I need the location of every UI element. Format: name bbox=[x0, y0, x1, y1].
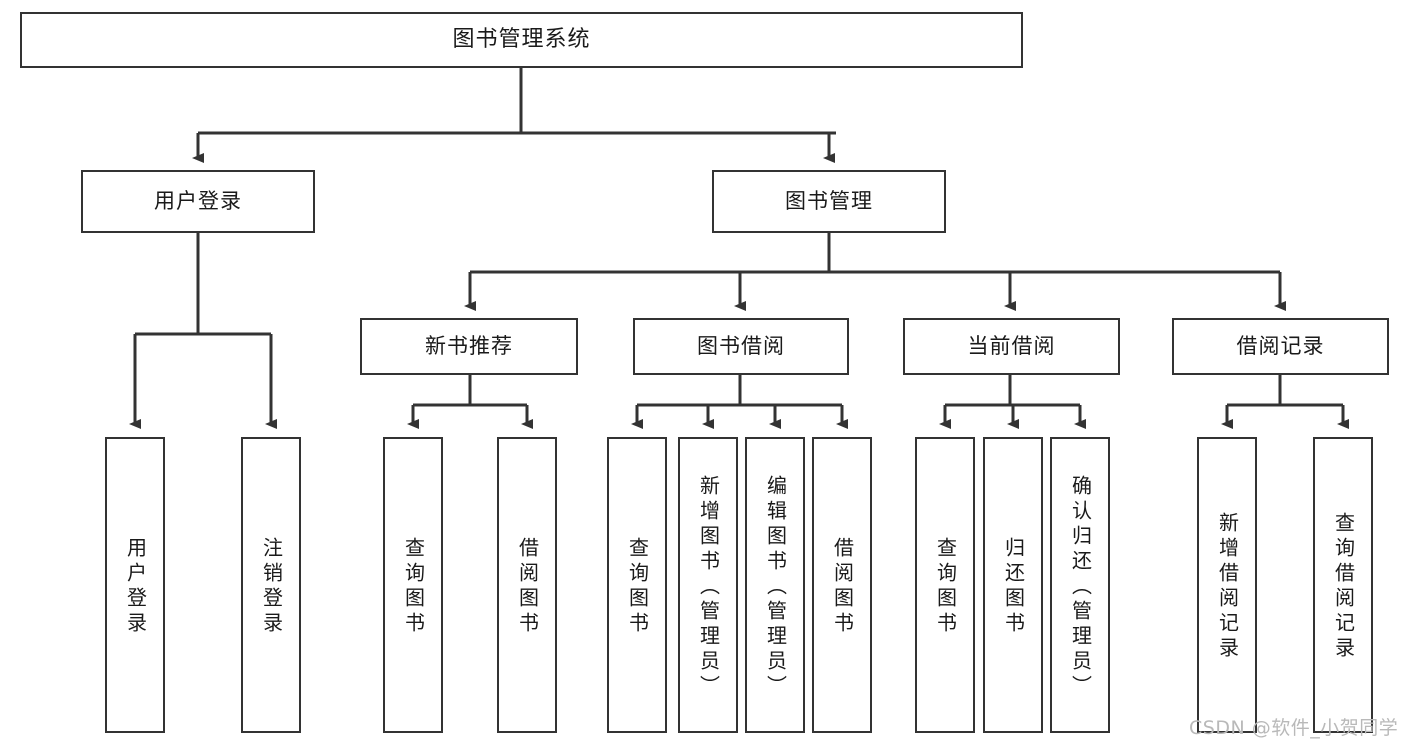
leaf-label: 查询图书 bbox=[625, 537, 650, 637]
leaf-record-add-record[interactable]: 新增借阅记录 bbox=[1197, 437, 1257, 733]
leaf-user-login-logout[interactable]: 注销登录 bbox=[241, 437, 301, 733]
leaf-new-book-borrow-book[interactable]: 借阅图书 bbox=[497, 437, 557, 733]
node-current-borrow-label: 当前借阅 bbox=[967, 333, 1056, 358]
leaf-current-return-book[interactable]: 归还图书 bbox=[983, 437, 1043, 733]
leaf-label: 查询借阅记录 bbox=[1331, 512, 1356, 662]
node-current-borrow[interactable]: 当前借阅 bbox=[903, 318, 1120, 375]
node-user-login-label: 用户登录 bbox=[154, 188, 242, 213]
leaf-new-book-query-book[interactable]: 查询图书 bbox=[383, 437, 443, 733]
leaf-label: 编辑图书（管理员） bbox=[763, 474, 788, 700]
leaf-label: 确认归还（管理员） bbox=[1068, 474, 1093, 700]
leaf-label: 新增借阅记录 bbox=[1215, 512, 1240, 662]
leaf-label: 借阅图书 bbox=[515, 537, 540, 637]
leaf-label: 新增图书（管理员） bbox=[696, 474, 721, 700]
leaf-borrow-add-book-admin[interactable]: 新增图书（管理员） bbox=[678, 437, 738, 733]
leaf-user-login-login[interactable]: 用户登录 bbox=[105, 437, 165, 733]
leaf-label: 借阅图书 bbox=[830, 537, 855, 637]
node-user-login[interactable]: 用户登录 bbox=[81, 170, 315, 233]
watermark-text: CSDN @软件_小贺同学 bbox=[1189, 717, 1399, 739]
node-root-book-management-system[interactable]: 图书管理系统 bbox=[20, 12, 1023, 68]
leaf-borrow-query-book[interactable]: 查询图书 bbox=[607, 437, 667, 733]
leaf-current-confirm-return-admin[interactable]: 确认归还（管理员） bbox=[1050, 437, 1110, 733]
leaf-label: 注销登录 bbox=[259, 537, 284, 637]
node-book-management[interactable]: 图书管理 bbox=[712, 170, 946, 233]
leaf-label: 归还图书 bbox=[1001, 537, 1026, 637]
node-root-label: 图书管理系统 bbox=[452, 26, 591, 52]
node-book-management-label: 图书管理 bbox=[785, 188, 873, 213]
leaf-record-query-record[interactable]: 查询借阅记录 bbox=[1313, 437, 1373, 733]
leaf-label: 查询图书 bbox=[401, 537, 426, 637]
leaf-label: 查询图书 bbox=[933, 537, 958, 637]
node-new-book-recommend[interactable]: 新书推荐 bbox=[360, 318, 578, 375]
node-borrow-record[interactable]: 借阅记录 bbox=[1172, 318, 1389, 375]
leaf-borrow-borrow-book[interactable]: 借阅图书 bbox=[812, 437, 872, 733]
leaf-label: 用户登录 bbox=[123, 537, 148, 637]
node-new-book-recommend-label: 新书推荐 bbox=[425, 333, 513, 358]
node-book-borrow-label: 图书借阅 bbox=[697, 333, 785, 358]
leaf-current-query-book[interactable]: 查询图书 bbox=[915, 437, 975, 733]
leaf-borrow-edit-book-admin[interactable]: 编辑图书（管理员） bbox=[745, 437, 805, 733]
node-borrow-record-label: 借阅记录 bbox=[1236, 333, 1325, 358]
node-book-borrow[interactable]: 图书借阅 bbox=[633, 318, 849, 375]
